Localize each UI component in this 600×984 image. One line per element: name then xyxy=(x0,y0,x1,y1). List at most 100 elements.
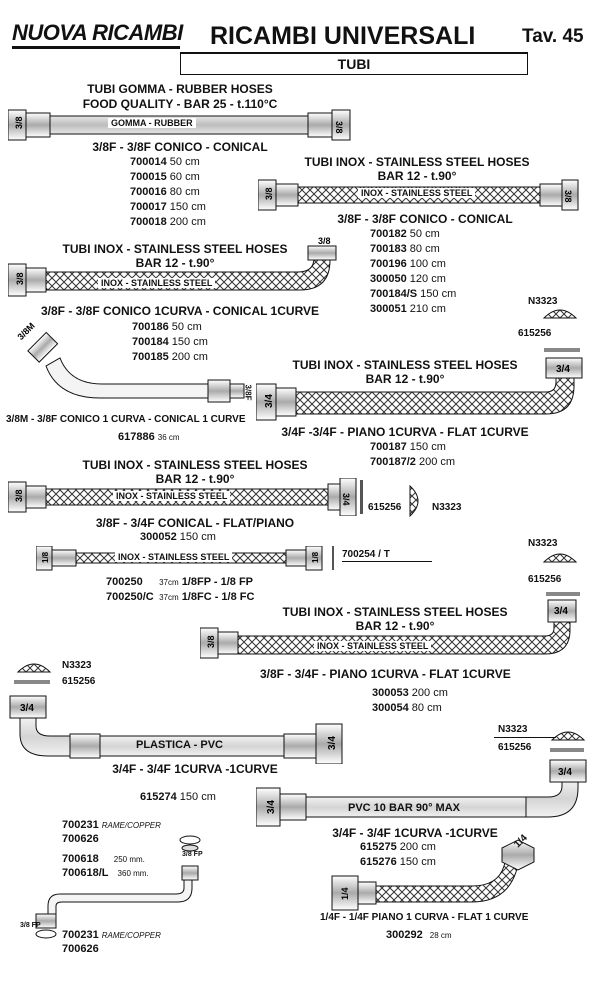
s9-type: 3/4F - 3/4F 1CURVA -1CURVE xyxy=(112,762,278,776)
s3-type: 3/8F - 3/8F CONICO 1CURVA - CONICAL 1CUR… xyxy=(40,304,320,318)
list-item: 300050 120 cm xyxy=(370,273,446,285)
s10-gasket-code: 615256 xyxy=(498,742,532,753)
s1-heading: TUBI GOMMA - RUBBER HOSES xyxy=(87,82,273,96)
s7-ref: 700254 / T xyxy=(342,549,390,560)
list-item: 700250/C 37cm 1/8FC - 1/8 FC xyxy=(106,591,255,603)
s8-filter-icon xyxy=(542,553,578,563)
list-item: 300054 80 cm xyxy=(372,702,442,714)
s9-gasket-icon xyxy=(14,680,50,684)
s11-fp-bottom: 3/8 FP xyxy=(20,922,41,929)
s1-subheading: FOOD QUALITY - BAR 25 - t.110°C xyxy=(82,97,278,111)
s6-end-left: 3/8 xyxy=(14,489,24,502)
list-item: 615276 150 cm xyxy=(360,856,436,868)
list-item: 700016 80 cm xyxy=(130,186,200,198)
s10-list: 615275 200 cm 615276 150 cm xyxy=(360,840,436,870)
s6-gasket-code: 615256 xyxy=(368,502,402,513)
s4-curve-pipe-drawing: 3/8M xyxy=(16,322,245,403)
s12-item: 300292 28 cm xyxy=(386,929,452,941)
s9-filter-code: N3323 xyxy=(62,660,92,671)
list-item: 700018 200 cm xyxy=(130,216,206,228)
s12-type: 1/4F - 1/4F PIANO 1 CURVA - FLAT 1 CURVE xyxy=(320,912,529,923)
s6-item: 300052 150 cm xyxy=(140,531,216,543)
s8-inox-curve-hose-drawing: 3/8 3/4 xyxy=(200,599,577,659)
list-item: 700182 50 cm xyxy=(370,228,440,240)
s11-bot-item-1: 700231 RAME/COPPER xyxy=(62,929,161,941)
s11-top-item-2: 700626 xyxy=(62,833,99,845)
s2-end-right: 3/8 xyxy=(563,190,573,203)
s5-inox-curve-hose-drawing: 3/4 3/4 xyxy=(256,357,583,421)
s8-gasket-code: 615256 xyxy=(528,574,562,585)
s8-subheading: BAR 12 - t.90° xyxy=(355,619,435,633)
s9-pvc-hose-drawing: 3/4 3/4 xyxy=(9,695,343,764)
s6-gasket-icon xyxy=(360,480,363,514)
s2-heading: TUBI INOX - STAINLESS STEEL HOSES xyxy=(304,155,530,169)
page-title: RICAMBI UNIVERSALI xyxy=(210,22,476,50)
s3-end-top: 3/8 xyxy=(318,236,331,246)
list-item: 700184/S 150 cm xyxy=(370,288,457,300)
brand-underline xyxy=(12,46,180,49)
s1-band-label: GOMMA - RUBBER xyxy=(108,118,196,128)
s1-end-right: 3/8 xyxy=(334,121,344,134)
s11-bot-item-2: 700626 xyxy=(62,943,99,955)
s5-list: 700187 150 cm 700187/2 200 cm xyxy=(370,440,455,470)
s11-top-item-1: 700231 RAME/COPPER xyxy=(62,819,161,831)
s9-gasket-code: 615256 xyxy=(62,676,96,687)
s10-filter-code: N3323 xyxy=(498,724,528,735)
list-item: 300053 200 cm xyxy=(372,687,448,699)
section-title: TUBI xyxy=(180,52,528,75)
s7-ref-line xyxy=(342,561,432,562)
list-item: 700184 150 cm xyxy=(132,336,208,348)
s7-band-label: INOX - STAINLESS STEEL xyxy=(115,552,233,562)
s1-list: 700014 50 cm 700015 60 cm 700016 80 cm 7… xyxy=(130,155,206,230)
list-item: 700185 200 cm xyxy=(132,351,208,363)
list-item: 300051 210 cm xyxy=(370,303,446,315)
s11-copper-pipe-drawing xyxy=(35,835,201,939)
s10-filter-line xyxy=(494,737,556,738)
s6-end-right: 3/4 xyxy=(341,493,351,506)
s12-inox-curve-hose-drawing: 1/4 xyxy=(331,839,535,911)
list-item: 700186 50 cm xyxy=(132,321,202,333)
s2-subheading: BAR 12 - t.90° xyxy=(377,169,457,183)
s9-band-label: PLASTICA - PVC xyxy=(136,739,223,751)
list-item: 700187/2 200 cm xyxy=(370,456,456,468)
s9-end-right: 3/4 xyxy=(327,736,338,750)
s5-end-left: 3/4 xyxy=(264,394,275,408)
brand-logo: NUOVA RICAMBI xyxy=(12,20,183,45)
s6-filter-icon xyxy=(409,484,419,518)
s6-band-label: INOX - STAINLESS STEEL xyxy=(113,491,231,501)
s10-type: 3/4F - 3/4F 1CURVA -1CURVE xyxy=(332,826,498,840)
s6-type: 3/8F - 3/4F CONICAL - FLAT/PIANO xyxy=(95,516,295,530)
list-item: 615275 200 cm xyxy=(360,841,436,853)
s8-end-right: 3/4 xyxy=(554,606,568,617)
s6-filter-code: N3323 xyxy=(432,502,462,513)
s5-end-right: 3/4 xyxy=(556,364,570,375)
s8-type: 3/8F - 3/4F - PIANO 1CURVA - FLAT 1CURVE xyxy=(260,667,511,681)
s3-end-left: 3/8 xyxy=(15,272,25,285)
list-item: 700014 50 cm xyxy=(130,156,200,168)
s11-mid-item-2: 700618/L 360 mm. xyxy=(62,867,149,879)
s5-gasket-code: 615256 xyxy=(518,328,552,339)
list-item: 700196 100 cm xyxy=(370,258,446,270)
s5-gasket-n-code: N3323 xyxy=(528,296,558,307)
list-item: 700183 80 cm xyxy=(370,243,440,255)
s8-heading: TUBI INOX - STAINLESS STEEL HOSES xyxy=(282,605,508,619)
s7-washer-icon xyxy=(332,546,334,570)
s1-end-left: 3/8 xyxy=(14,116,24,129)
s9-item: 615274 150 cm xyxy=(140,791,216,803)
s8-gasket-n-code: N3323 xyxy=(528,538,558,549)
s5-filter-icon xyxy=(542,309,578,319)
s4-type: 3/8M - 3/8F CONICO 1 CURVA - CONICAL 1 C… xyxy=(6,414,246,425)
s9-end-left: 3/4 xyxy=(20,703,34,714)
list-item: 700015 60 cm xyxy=(130,171,200,183)
s3-subheading: BAR 12 - t.90° xyxy=(135,256,215,270)
table-number: Tav. 45 xyxy=(522,26,584,47)
s4-end-a: 3/8M xyxy=(16,322,37,342)
s6-subheading: BAR 12 - t.90° xyxy=(155,472,235,486)
s11-mid-item-1: 700618 250 mm. xyxy=(62,853,145,865)
list-item: 700250 37cm 1/8FP - 1/8 FP xyxy=(106,576,254,588)
s8-end-left: 3/8 xyxy=(206,635,216,648)
s7-end-right: 1/8 xyxy=(311,551,320,563)
list-item: 700017 150 cm xyxy=(130,201,206,213)
s5-subheading: BAR 12 - t.90° xyxy=(365,372,445,386)
s10-band-label: PVC 10 BAR 90° MAX xyxy=(348,802,460,814)
